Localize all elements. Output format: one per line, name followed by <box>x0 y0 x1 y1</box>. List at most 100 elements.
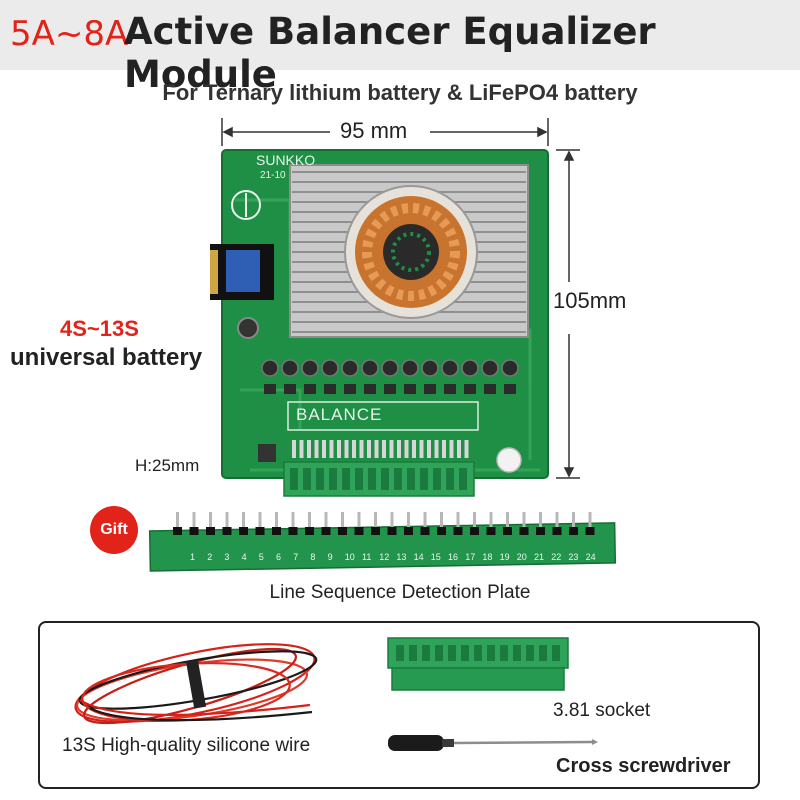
plate-number-label: 24 <box>586 552 596 562</box>
plate-pin-housing <box>569 527 578 535</box>
smd-chip <box>324 384 336 394</box>
plate-pin <box>572 512 575 530</box>
plate-pin <box>357 512 361 530</box>
smd-chip <box>364 384 376 394</box>
plate-pin-housing <box>173 527 182 535</box>
smd-chip <box>424 384 436 394</box>
terminal-slot <box>355 468 363 490</box>
plate-pin <box>209 512 212 530</box>
plate-pin-housing <box>222 527 232 535</box>
terminal-slot <box>368 468 376 490</box>
plate-number-label: 5 <box>259 552 264 562</box>
header-pin <box>299 440 304 458</box>
capacitor <box>341 359 359 377</box>
terminal-slot <box>446 468 454 490</box>
terminal-slot <box>316 468 324 490</box>
plate-pin-housing <box>255 527 265 535</box>
capacitor <box>481 359 499 377</box>
socket-slot <box>448 645 456 661</box>
capacitor <box>361 359 379 377</box>
header-pin <box>307 440 311 458</box>
socket-slot <box>409 645 417 661</box>
capacitor <box>401 359 419 377</box>
socket-caption: 3.81 socket <box>553 700 651 721</box>
plate-number-label: 23 <box>568 552 578 562</box>
plate-pin <box>407 512 410 530</box>
plate-number-label: 8 <box>310 552 315 562</box>
smd-chip <box>404 384 416 394</box>
silicone-wire-coil <box>74 643 318 725</box>
socket-slot <box>487 645 495 661</box>
plate-number-label: 9 <box>328 552 333 562</box>
smd-chip <box>304 384 316 394</box>
thickness-dimension-label: H:25mm <box>135 456 200 475</box>
terminal-slot <box>381 468 389 490</box>
plate-pin-housing <box>206 527 215 535</box>
terminal-slot <box>342 468 350 490</box>
capacitor <box>301 359 319 377</box>
capacitor <box>281 359 299 377</box>
plate-pin-housing <box>354 527 364 535</box>
plate-pin-housing <box>305 527 314 535</box>
socket-connector <box>387 637 569 691</box>
title-banner: 5A~8A Active Balancer Equalizer Module <box>0 0 800 96</box>
header-pin <box>337 440 341 458</box>
detection-plate-caption: Line Sequence Detection Plate <box>269 582 531 603</box>
plate-pin-housing <box>585 527 595 535</box>
plate-number-label: 21 <box>534 552 544 562</box>
plate-number-label: 15 <box>431 552 441 562</box>
balancer-pcb <box>210 149 549 479</box>
transformer-component <box>210 244 274 300</box>
terminal-slot <box>329 468 337 490</box>
plate-pin-housing <box>371 527 380 535</box>
plate-pin <box>192 512 196 530</box>
header-pin <box>449 440 454 458</box>
header-pin <box>367 440 371 458</box>
plate-number-label: 13 <box>396 552 406 562</box>
plate-pin <box>324 512 328 530</box>
plate-pin-housing <box>470 527 479 535</box>
plate-number-label: 3 <box>224 552 229 562</box>
socket-slot <box>435 645 443 661</box>
terminal-slot <box>407 468 415 490</box>
header-pin <box>374 440 379 458</box>
plate-pin-housing <box>519 527 529 535</box>
terminal-slot <box>459 468 467 490</box>
plate-number-label: 11 <box>362 552 371 562</box>
plate-number-label: 7 <box>293 552 298 562</box>
header-pin <box>427 440 431 458</box>
width-dimension-label: 95 mm <box>340 118 408 143</box>
header-pin <box>292 440 296 458</box>
plate-pin <box>473 512 476 530</box>
plate-pin-housing <box>272 527 281 535</box>
plate-number-label: 14 <box>414 552 424 562</box>
header-pin <box>322 440 326 458</box>
header-pin <box>434 440 439 458</box>
plate-pin <box>374 512 377 530</box>
header-pin <box>314 440 319 458</box>
plate-pin <box>489 512 493 530</box>
plate-number-label: 22 <box>551 552 561 562</box>
plate-pin-housing <box>437 527 446 535</box>
socket-slot <box>422 645 430 661</box>
capacitor <box>261 359 279 377</box>
plate-pin-housing <box>387 527 397 535</box>
plate-number-label: 20 <box>517 552 527 562</box>
battery-range-label: 4S~13S <box>60 316 139 341</box>
socket-slot <box>396 645 404 661</box>
header-pin <box>457 440 461 458</box>
smd-chip <box>444 384 456 394</box>
capacitor <box>501 359 519 377</box>
plate-number-label: 18 <box>482 552 492 562</box>
plate-number-label: 1 <box>190 552 195 562</box>
plate-pin-housing <box>189 527 199 535</box>
header-pin <box>344 440 349 458</box>
header-pin <box>442 440 446 458</box>
plate-pin <box>522 512 526 530</box>
terminal-block <box>283 461 475 497</box>
plate-number-label: 4 <box>242 552 247 562</box>
capacitor <box>461 359 479 377</box>
plate-pin-housing <box>552 527 562 535</box>
plate-pin <box>506 512 509 530</box>
